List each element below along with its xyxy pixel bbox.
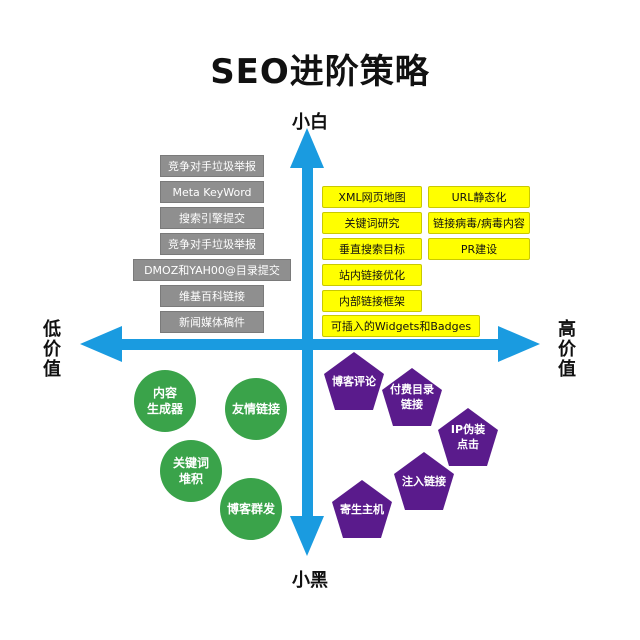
axis-label-left: 低价值 (43, 319, 61, 380)
green-item: 关键词堆积 (160, 440, 222, 502)
purple-item: IP伪装点击 (436, 406, 500, 468)
arrow-up-icon (290, 128, 324, 168)
yellow-item: 内部链接框架 (322, 290, 422, 312)
yellow-item: 关键词研究 (322, 212, 422, 234)
axis-label-right: 高价值 (558, 319, 576, 380)
yellow-item: URL静态化 (428, 186, 530, 208)
gray-item: 维基百科链接 (160, 285, 264, 307)
purple-item: 寄生主机 (330, 478, 394, 540)
yellow-item: XML网页地图 (322, 186, 422, 208)
axis-label-top: 小白 (292, 112, 328, 133)
purple-item: 注入链接 (392, 450, 456, 512)
gray-item: 搜索引擎提交 (160, 207, 264, 229)
gray-item: Meta KeyWord (160, 181, 264, 203)
yellow-item: 可插入的Widgets和Badges (322, 315, 480, 337)
purple-item: 博客评论 (322, 350, 386, 412)
yellow-item: 链接病毒/病毒内容 (428, 212, 530, 234)
arrow-left-icon (80, 326, 122, 362)
green-item: 内容生成器 (134, 370, 196, 432)
arrow-down-icon (290, 516, 324, 556)
gray-item: 新闻媒体稿件 (160, 311, 264, 333)
horizontal-axis (100, 339, 520, 350)
gray-item: 竞争对手垃圾举报 (160, 155, 264, 177)
green-item: 友情链接 (225, 378, 287, 440)
yellow-item: PR建设 (428, 238, 530, 260)
purple-item: 付费目录链接 (380, 366, 444, 428)
axis-label-bottom: 小黑 (292, 570, 328, 591)
arrow-right-icon (498, 326, 540, 362)
yellow-item: 站内链接优化 (322, 264, 422, 286)
yellow-item: 垂直搜索目标 (322, 238, 422, 260)
page-title: SEO进阶策略 (210, 52, 430, 92)
gray-item: DMOZ和YAH00@目录提交 (133, 259, 291, 281)
green-item: 博客群发 (220, 478, 282, 540)
gray-item: 竞争对手垃圾举报 (160, 233, 264, 255)
